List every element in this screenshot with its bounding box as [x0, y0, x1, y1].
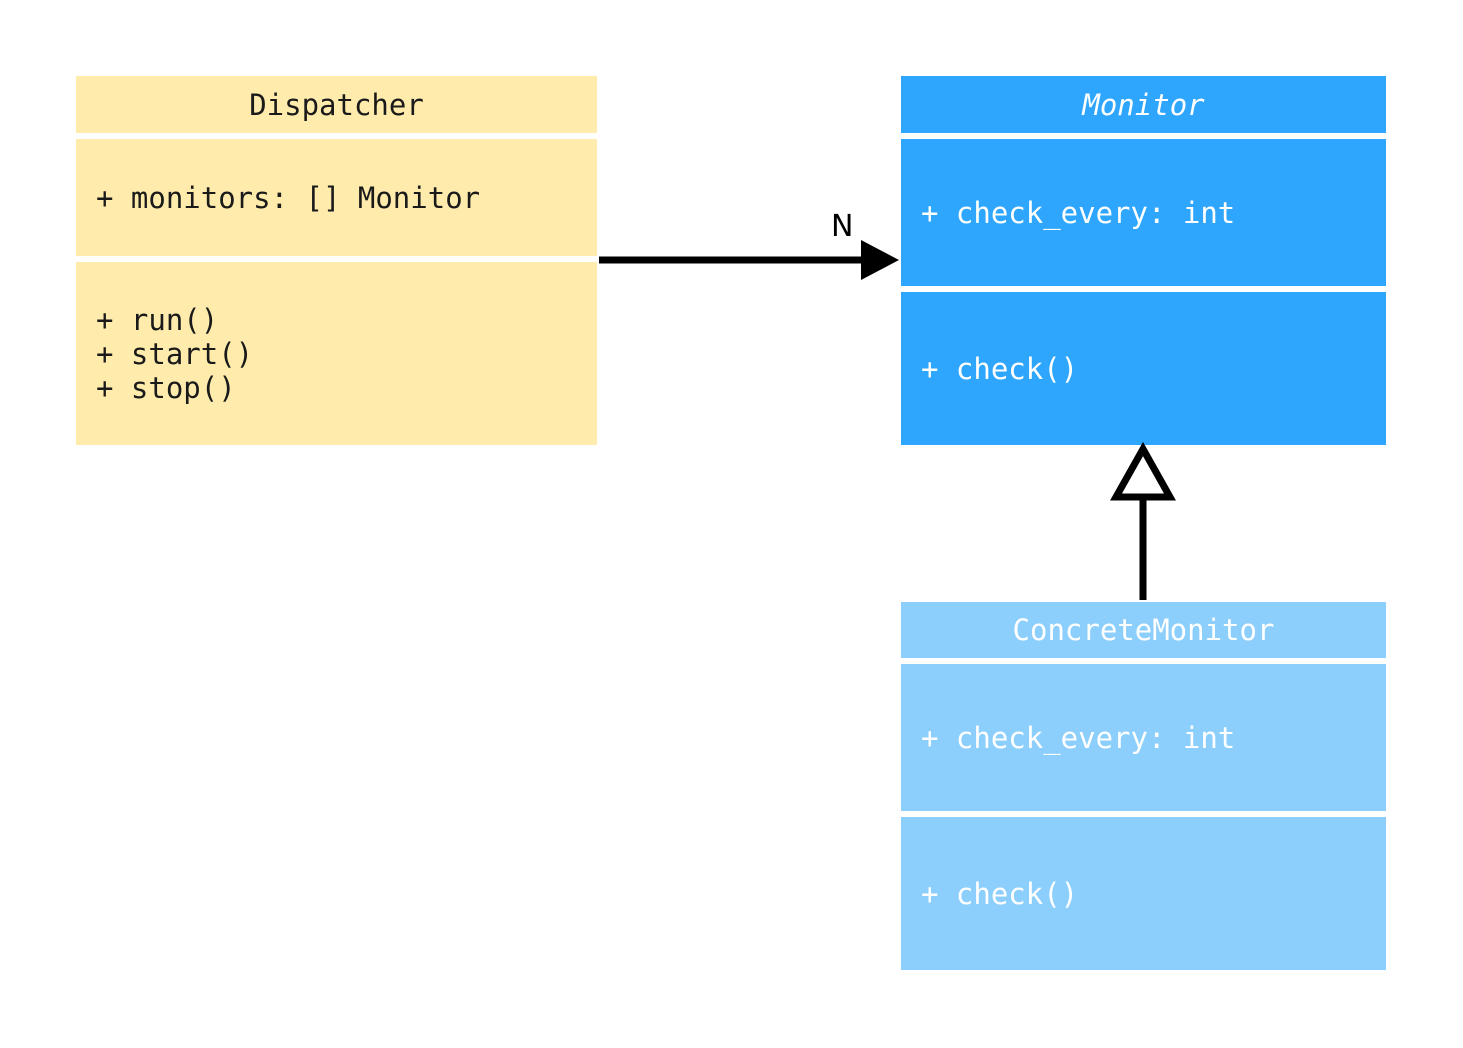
class-attributes-monitor: + check_every: int	[901, 139, 1386, 286]
class-title-concretemonitor: ConcreteMonitor	[901, 602, 1386, 658]
hollow-triangle-arrowhead-icon	[1110, 441, 1176, 501]
method-row: + start()	[96, 336, 254, 371]
filled-triangle-arrowhead-icon	[861, 240, 899, 280]
method-row: + stop()	[96, 370, 236, 405]
association-dispatcher-to-monitor	[599, 240, 899, 280]
association-multiplicity-label: N	[831, 209, 854, 244]
attribute-row: + check_every: int	[921, 195, 1236, 230]
class-methods-dispatcher: + run() + start() + stop()	[76, 262, 597, 445]
method-row: + check()	[921, 876, 1079, 911]
method-row: + run()	[96, 302, 219, 337]
method-row: + check()	[921, 351, 1079, 386]
class-box-dispatcher[interactable]: Dispatcher + monitors: [] Monitor + run(…	[76, 76, 597, 445]
attribute-row: + monitors: [] Monitor	[96, 180, 481, 215]
class-box-monitor[interactable]: Monitor + check_every: int + check()	[901, 76, 1386, 445]
class-methods-concretemonitor: + check()	[901, 817, 1386, 970]
class-box-concretemonitor[interactable]: ConcreteMonitor + check_every: int + che…	[901, 602, 1386, 970]
class-title-dispatcher: Dispatcher	[76, 76, 597, 133]
class-attributes-dispatcher: + monitors: [] Monitor	[76, 139, 597, 256]
class-title-monitor: Monitor	[901, 76, 1386, 133]
class-attributes-concretemonitor: + check_every: int	[901, 664, 1386, 811]
class-methods-monitor: + check()	[901, 292, 1386, 445]
attribute-row: + check_every: int	[921, 720, 1236, 755]
generalization-concretemonitor-to-monitor	[1110, 441, 1176, 600]
